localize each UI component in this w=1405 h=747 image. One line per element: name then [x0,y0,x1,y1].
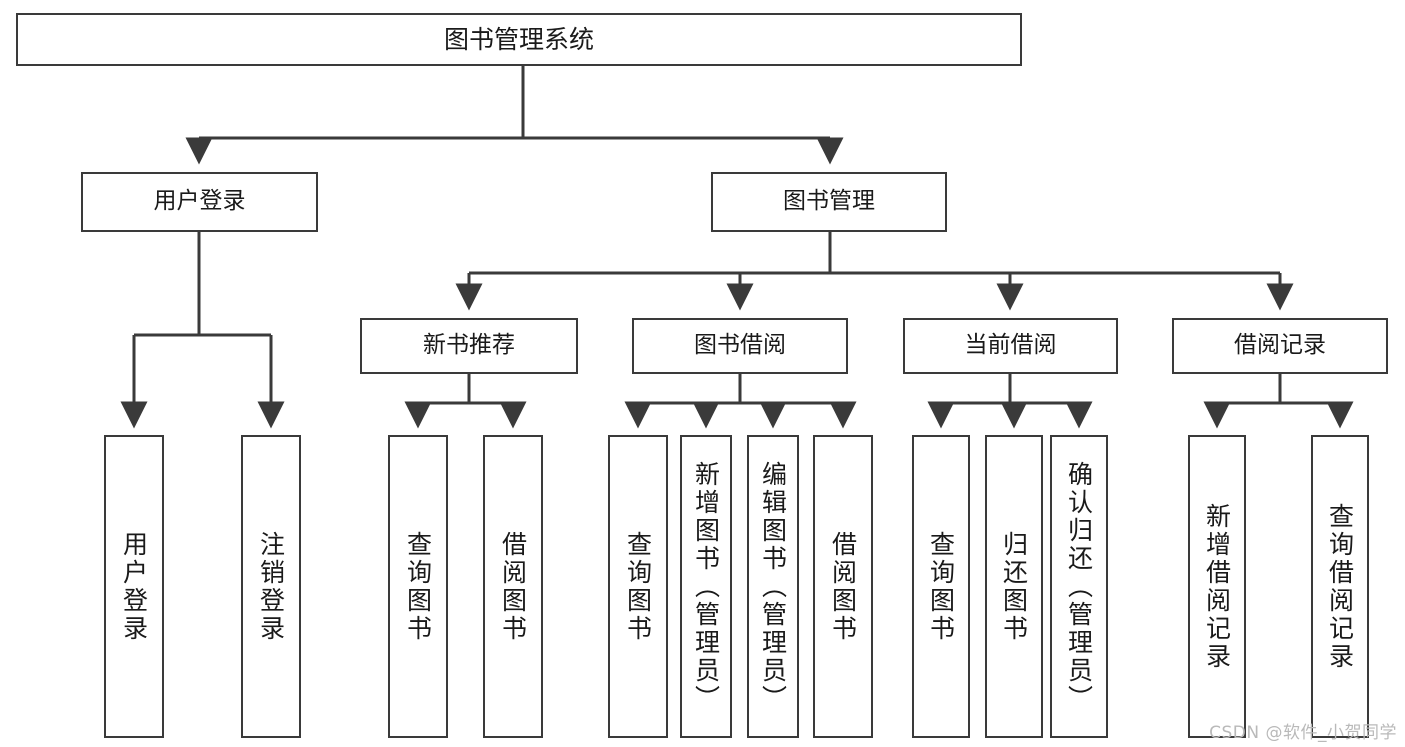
node-book-manage[interactable]: 图书管理 [711,172,947,232]
node-leaf-user-login[interactable]: 用户登录 [104,435,164,738]
csdn-watermark: CSDN @软件_小贺同学 [1209,723,1397,743]
node-leaf-edit-book-label: 编辑图书（管理员） [758,460,788,713]
node-new-book-rec[interactable]: 新书推荐 [360,318,578,374]
node-leaf-query-book-3-label: 查询图书 [926,530,956,643]
node-leaf-confirm-return-label: 确认归还（管理员） [1064,460,1094,713]
node-current-borrow[interactable]: 当前借阅 [903,318,1118,374]
node-leaf-confirm-return[interactable]: 确认归还（管理员） [1050,435,1108,738]
node-leaf-borrow-book-2[interactable]: 借阅图书 [813,435,873,738]
node-leaf-query-book-2-label: 查询图书 [623,530,653,643]
node-leaf-query-book-2[interactable]: 查询图书 [608,435,668,738]
node-leaf-query-book-3[interactable]: 查询图书 [912,435,970,738]
node-leaf-return-book[interactable]: 归还图书 [985,435,1043,738]
node-user-login-label: 用户登录 [153,188,246,215]
node-leaf-user-logout[interactable]: 注销登录 [241,435,301,738]
node-leaf-query-book-1[interactable]: 查询图书 [388,435,448,738]
node-new-book-rec-label: 新书推荐 [423,332,515,359]
node-leaf-user-login-label: 用户登录 [119,530,149,643]
node-current-borrow-label: 当前借阅 [964,332,1057,359]
node-leaf-return-book-label: 归还图书 [999,530,1029,643]
node-leaf-add-book-label: 新增图书（管理员） [691,460,721,713]
node-book-borrow-label: 图书借阅 [694,332,786,359]
node-leaf-borrow-book-1-label: 借阅图书 [498,530,528,643]
node-leaf-query-book-1-label: 查询图书 [403,530,433,643]
node-leaf-edit-book[interactable]: 编辑图书（管理员） [747,435,799,738]
node-leaf-query-record[interactable]: 查询借阅记录 [1311,435,1369,738]
node-book-borrow[interactable]: 图书借阅 [632,318,848,374]
node-root-label: 图书管理系统 [443,24,594,54]
node-leaf-add-book[interactable]: 新增图书（管理员） [680,435,732,738]
node-borrow-record[interactable]: 借阅记录 [1172,318,1388,374]
node-user-login[interactable]: 用户登录 [81,172,318,232]
node-leaf-add-record-label: 新增借阅记录 [1202,502,1232,671]
node-leaf-borrow-book-2-label: 借阅图书 [828,530,858,643]
node-leaf-borrow-book-1[interactable]: 借阅图书 [483,435,543,738]
node-leaf-query-record-label: 查询借阅记录 [1325,502,1355,671]
node-leaf-add-record[interactable]: 新增借阅记录 [1188,435,1246,738]
node-borrow-record-label: 借阅记录 [1234,332,1326,359]
node-book-manage-label: 图书管理 [783,188,875,215]
node-root[interactable]: 图书管理系统 [16,13,1022,66]
node-leaf-user-logout-label: 注销登录 [256,530,286,643]
